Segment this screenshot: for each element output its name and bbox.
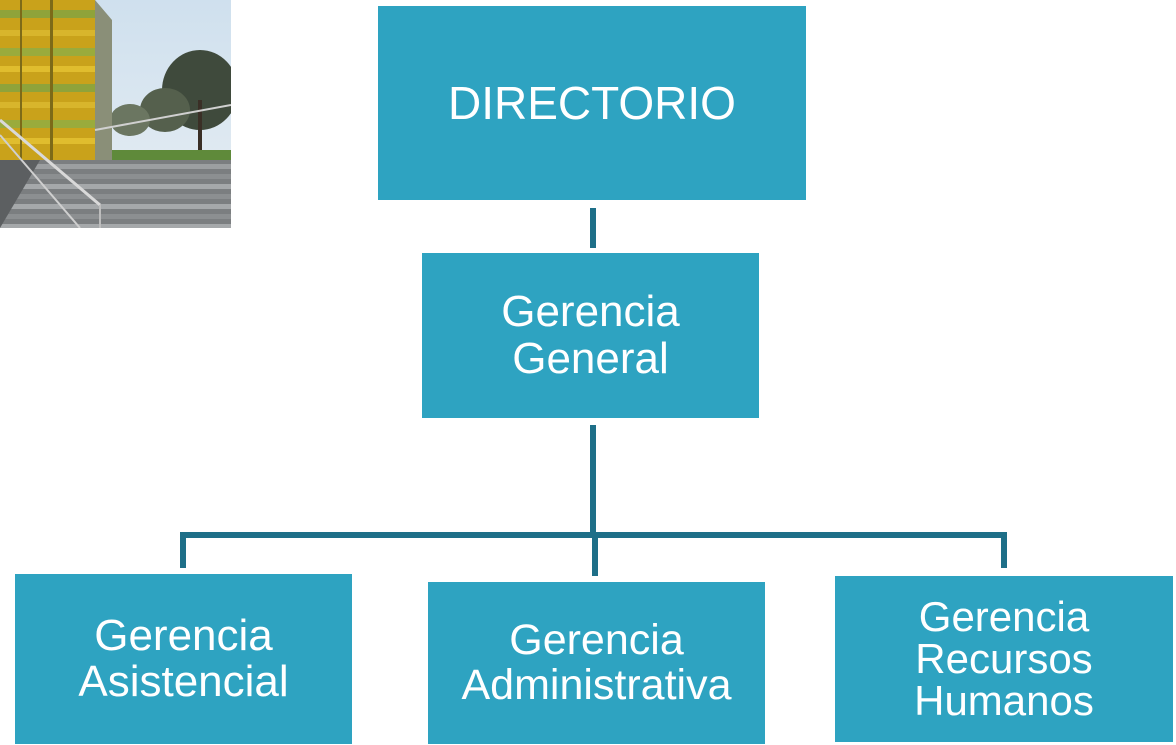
node-gerencia-asistencial-label: Gerencia Asistencial	[78, 610, 289, 706]
node-gerencia-administrativa-label: Gerencia Administrativa	[461, 615, 732, 709]
connector-to-asistencial	[180, 532, 186, 568]
connector-to-recursos-humanos	[1001, 532, 1007, 568]
connector-directorio-gerencia-general	[590, 208, 596, 248]
building-stairs-photo-icon	[0, 0, 231, 228]
node-gerencia-recursos-humanos-label: Gerencia Recursos Humanos	[914, 593, 1094, 724]
node-directorio: DIRECTORIO	[378, 6, 806, 200]
node-directorio-label: DIRECTORIO	[448, 76, 736, 129]
connector-gerencia-general-down	[590, 425, 596, 535]
node-gerencia-recursos-humanos: Gerencia Recursos Humanos	[835, 576, 1173, 742]
node-gerencia-asistencial: Gerencia Asistencial	[15, 574, 352, 744]
node-gerencia-general: Gerencia General	[422, 253, 759, 418]
node-gerencia-general-label: Gerencia General	[501, 287, 680, 383]
connector-to-administrativa	[592, 532, 598, 576]
node-gerencia-administrativa: Gerencia Administrativa	[428, 582, 765, 744]
building-photo	[0, 0, 231, 228]
